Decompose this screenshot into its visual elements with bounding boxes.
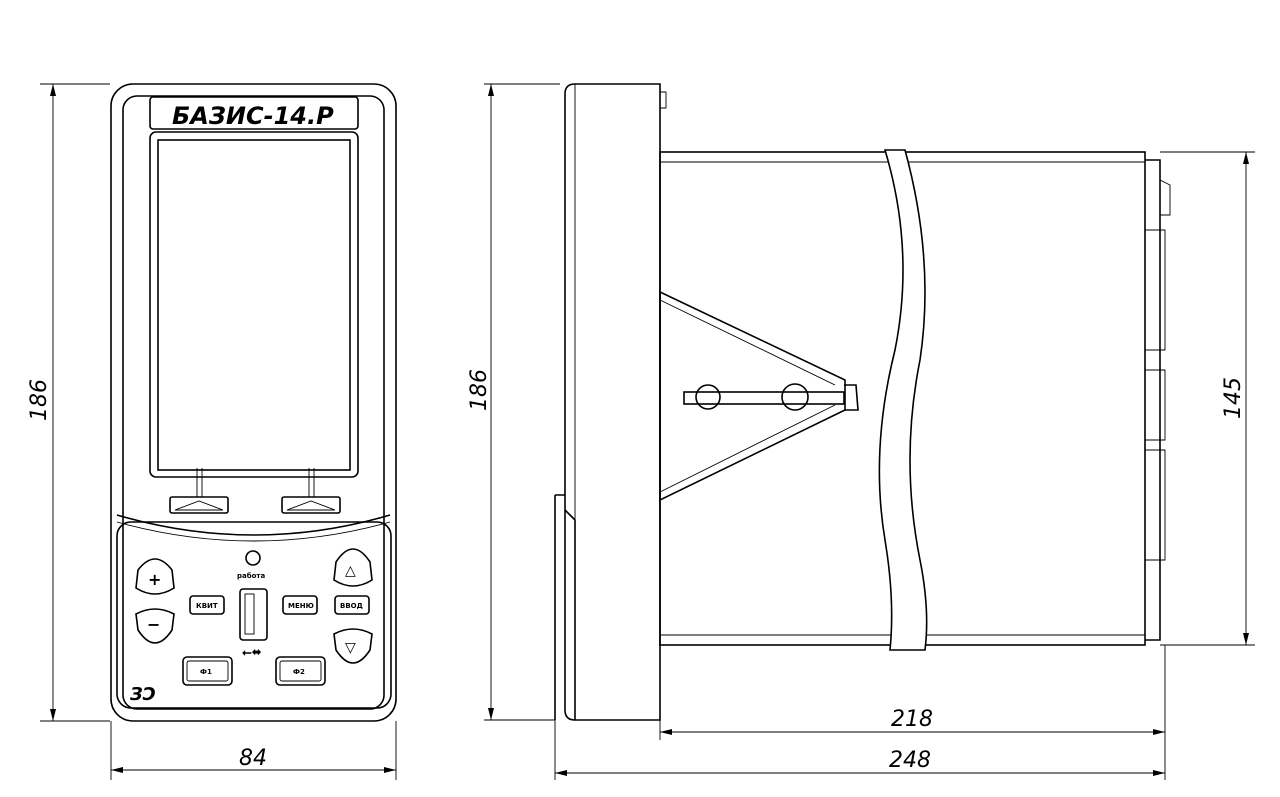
front-dimensions: 186 84 — [27, 83, 397, 780]
brand-plate — [149, 96, 359, 130]
f1-button[interactable]: Ф1 — [182, 656, 233, 686]
front-width-dim: 84 — [239, 746, 267, 771]
front-height-dim: 186 — [27, 379, 52, 421]
manufacturer-logo-icon: ЗƆ — [129, 684, 156, 705]
svg-text:ВВОД: ВВОД — [340, 602, 363, 610]
minus-button[interactable]: − — [135, 608, 175, 644]
mounting-bracket — [659, 290, 846, 502]
softkey-left[interactable] — [169, 468, 229, 514]
work-led-icon — [245, 550, 261, 566]
keypad-area — [116, 521, 392, 709]
side-dimensions: 186 145 218 248 — [467, 83, 1255, 780]
svg-text:△: △ — [345, 563, 356, 579]
body-depth-dim: 218 — [891, 707, 933, 732]
menu-button[interactable]: МЕНЮ — [282, 595, 318, 615]
display-screen — [157, 139, 351, 471]
side-height-dim: 186 — [467, 369, 492, 411]
softkey-right[interactable] — [281, 468, 341, 514]
total-depth-dim: 248 — [889, 748, 931, 773]
body-height-dim: 145 — [1221, 377, 1246, 419]
screen-frame — [149, 131, 359, 478]
svg-text:+: + — [148, 570, 161, 589]
kvit-button[interactable]: КВИТ — [189, 595, 225, 615]
plus-button[interactable]: + — [135, 558, 175, 595]
svg-text:Ф2: Ф2 — [293, 668, 305, 676]
front-view: БАЗИС-14.Р работа + − △ — [110, 83, 397, 722]
front-panel-inner — [122, 95, 385, 710]
side-view — [554, 83, 1171, 721]
svg-text:КВИТ: КВИТ — [196, 602, 218, 610]
svg-text:Ф1: Ф1 — [200, 668, 212, 676]
break-line — [878, 149, 928, 651]
brand-label: БАЗИС-14.Р — [172, 102, 334, 130]
usb-port-icon — [239, 588, 268, 641]
svg-text:▽: ▽ — [345, 640, 356, 656]
work-led-label: работа — [237, 572, 265, 580]
svg-text:−: − — [147, 615, 160, 634]
svg-text:МЕНЮ: МЕНЮ — [288, 602, 314, 610]
keypad-divider — [116, 514, 391, 536]
front-panel-outline — [110, 83, 397, 722]
vvod-button[interactable]: ВВОД — [334, 595, 370, 615]
side-front-panel — [564, 83, 661, 721]
rear-connectors — [1145, 159, 1161, 641]
up-button[interactable]: △ — [333, 548, 373, 587]
down-button[interactable]: ▽ — [333, 628, 373, 664]
usb-symbol-icon: ⭠⬌ — [242, 645, 262, 659]
f2-button[interactable]: Ф2 — [275, 656, 326, 686]
mounting-screw — [683, 391, 845, 405]
